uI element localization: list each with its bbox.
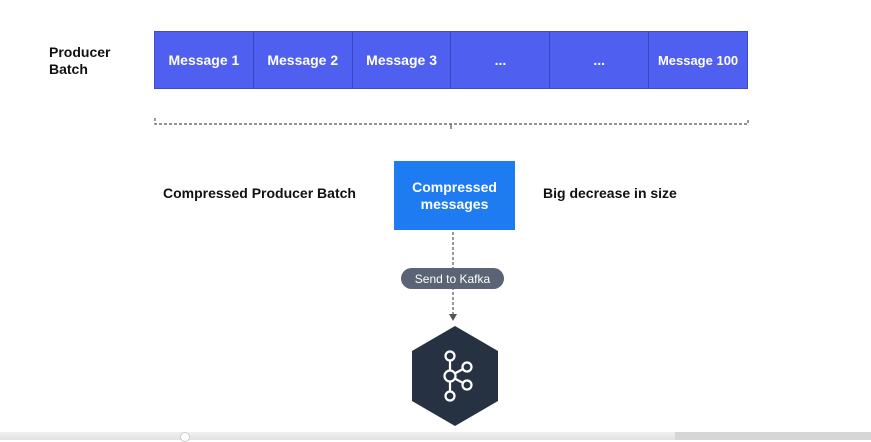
producer-batch-row: Message 1 Message 2 Message 3 ... ... Me… — [154, 31, 748, 89]
video-scrub-handle[interactable] — [180, 432, 190, 442]
compressed-messages-label: Compressed messages — [412, 178, 497, 212]
message-cell-3: Message 3 — [352, 32, 452, 88]
kafka-logo-icon — [412, 326, 498, 426]
compressed-batch-label: Compressed Producer Batch — [163, 185, 356, 201]
video-progress-buffer — [675, 432, 871, 440]
video-progress-track[interactable] — [0, 432, 871, 440]
compressed-messages-box: Compressed messages — [394, 161, 515, 230]
message-cell-100: Message 100 — [649, 32, 747, 88]
size-decrease-label: Big decrease in size — [543, 185, 677, 201]
message-cell-2: Message 2 — [253, 32, 353, 88]
message-cell-ellipsis-2: ... — [550, 32, 650, 88]
producer-batch-label: Producer Batch — [49, 44, 111, 77]
batch-bracket — [154, 118, 749, 129]
message-cell-ellipsis-1: ... — [451, 32, 551, 88]
send-to-kafka-label: Send to Kafka — [414, 271, 491, 286]
message-cell-1: Message 1 — [155, 32, 254, 88]
send-to-kafka-pill: Send to Kafka — [401, 268, 504, 289]
